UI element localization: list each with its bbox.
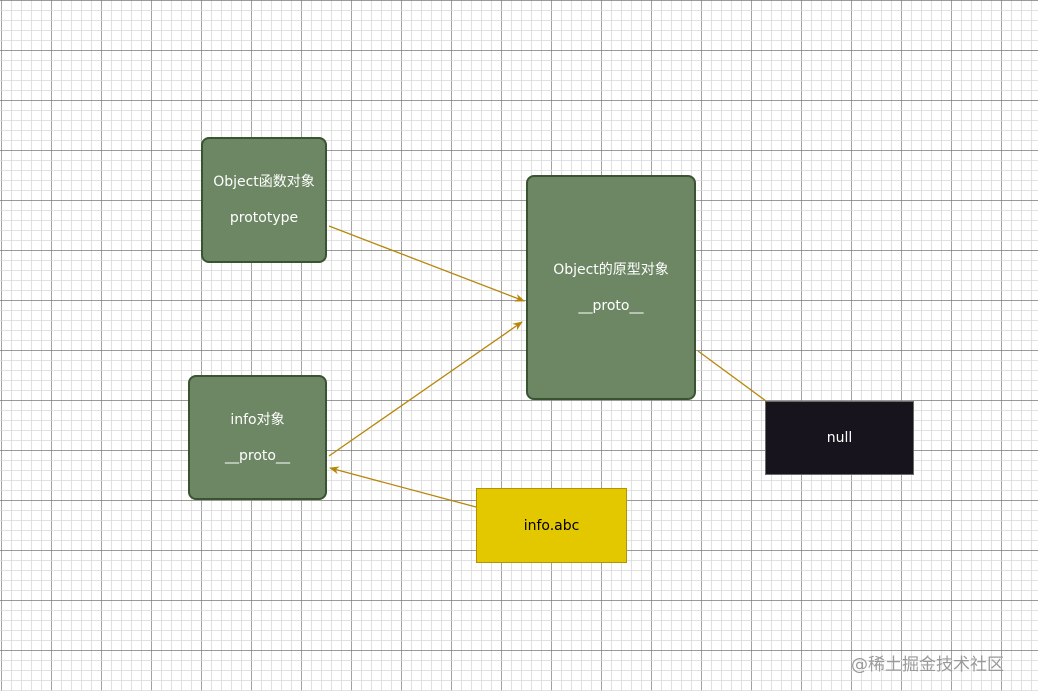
info-object-property: __proto__ xyxy=(225,447,290,464)
object-prototype-node[interactable]: Object的原型对象 __proto__ xyxy=(526,175,696,400)
object-function-property: prototype xyxy=(229,210,299,226)
null-node[interactable]: null xyxy=(765,401,914,475)
info-abc-node[interactable]: info.abc xyxy=(476,488,627,563)
arrow-prototype-to-object-prototype xyxy=(328,225,525,302)
arrow-info-proto-to-object-prototype xyxy=(328,321,523,457)
info-abc-label: info.abc xyxy=(523,517,580,534)
object-function-title: Object函数对象 xyxy=(213,174,315,190)
object-prototype-property: __proto__ xyxy=(578,297,644,314)
arrow-abc-to-info-object xyxy=(329,466,477,508)
info-object-title: info对象 xyxy=(230,411,285,428)
info-object-node[interactable]: info对象 __proto__ xyxy=(188,375,327,500)
object-function-node[interactable]: Object函数对象 prototype xyxy=(201,137,327,263)
null-label: null xyxy=(826,430,853,446)
object-prototype-title: Object的原型对象 xyxy=(553,261,669,278)
line-object-prototype-to-null xyxy=(697,350,767,402)
watermark: @稀土掘金技术社区 xyxy=(851,655,1004,675)
